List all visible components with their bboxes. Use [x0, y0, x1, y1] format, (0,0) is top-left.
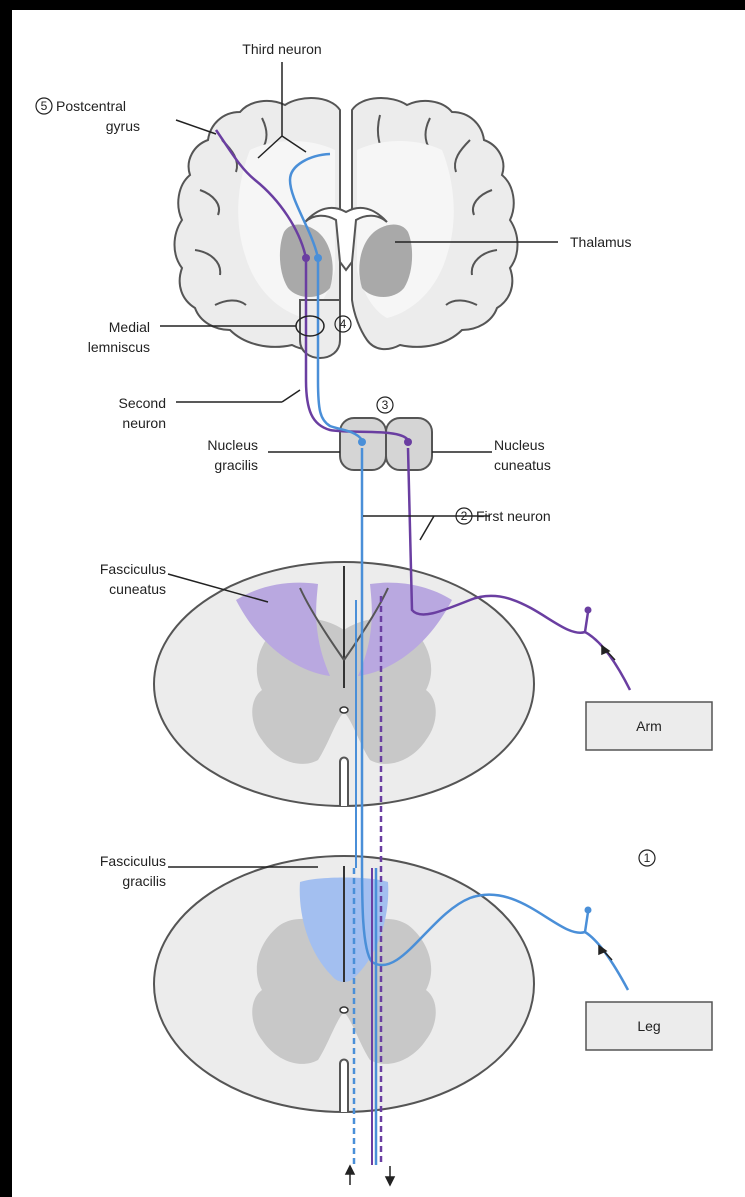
spinal-cord-lumbar — [154, 856, 534, 1112]
marker-3: 3 — [382, 398, 389, 412]
label-postcentral-2: gyrus — [106, 118, 140, 134]
label-nucleus-gracilis-1: Nucleus — [207, 437, 258, 453]
label-fasc-gracilis-1: Fasciculus — [100, 853, 166, 869]
label-fasc-gracilis-2: gracilis — [122, 873, 166, 889]
label-postcentral-1: Postcentral — [56, 98, 126, 114]
central-canal-cervical — [340, 707, 348, 713]
ventral-fissure-cervical — [340, 758, 348, 807]
marker-4: 4 — [340, 317, 347, 331]
label-medial-2: lemniscus — [88, 339, 150, 355]
label-fasc-cuneatus-2: cuneatus — [109, 581, 166, 597]
marker-2: 2 — [461, 509, 468, 523]
label-nucleus-cuneatus-1: Nucleus — [494, 437, 545, 453]
marker-1: 1 — [644, 851, 651, 865]
label-leg: Leg — [637, 1018, 660, 1034]
marker-5: 5 — [41, 99, 48, 113]
central-canal-lumbar — [340, 1007, 348, 1013]
label-thalamus: Thalamus — [570, 234, 631, 250]
label-fasc-cuneatus-1: Fasciculus — [100, 561, 166, 577]
label-third-neuron: Third neuron — [242, 41, 321, 57]
label-arm: Arm — [636, 718, 662, 734]
label-second-1: Second — [119, 395, 166, 411]
medulla-nuclei — [340, 418, 432, 470]
label-nucleus-gracilis-2: gracilis — [214, 457, 258, 473]
label-second-2: neuron — [122, 415, 166, 431]
label-nucleus-cuneatus-2: cuneatus — [494, 457, 551, 473]
label-first-neuron: First neuron — [476, 508, 551, 524]
ventral-fissure-lumbar — [340, 1060, 348, 1113]
label-medial-1: Medial — [109, 319, 150, 335]
